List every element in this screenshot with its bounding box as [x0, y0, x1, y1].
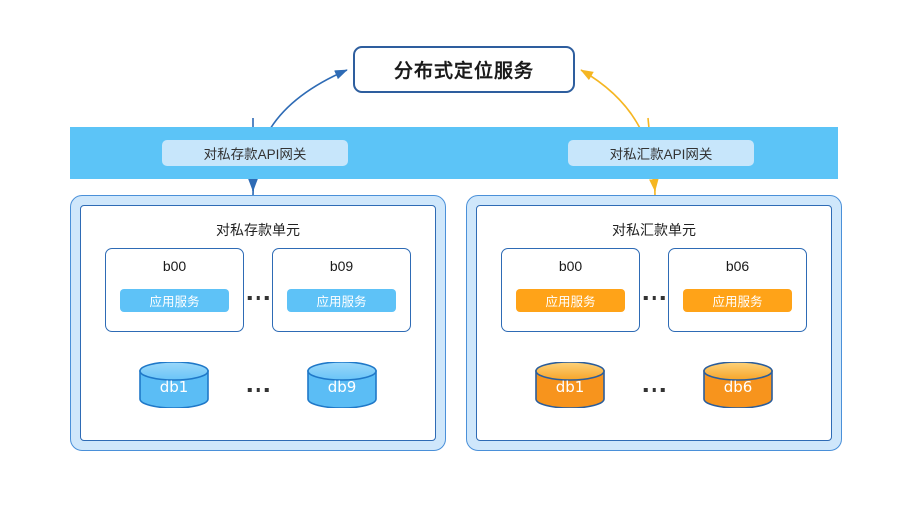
cell-deposit-b09-title: b09 — [329, 258, 354, 274]
cell-remit-b06-title: b06 — [725, 258, 750, 274]
service-remit-b00[interactable]: 应用服务 — [516, 289, 625, 312]
service-remit-b06[interactable]: 应用服务 — [683, 289, 792, 312]
gateway-deposit[interactable]: 对私存款API网关 — [162, 140, 348, 166]
database-deposit-db9-label: db9 — [327, 378, 357, 396]
unit-remit-inner: 对私汇款单元 b00 应用服务 b06 应用服务 db1 — [476, 205, 832, 441]
gateway-deposit-label: 对私存款API网关 — [203, 147, 307, 162]
service-deposit-b00[interactable]: 应用服务 — [120, 289, 229, 312]
ellipsis-deposit-databases — [247, 388, 269, 392]
cell-remit-b00-title: b00 — [558, 258, 583, 274]
cell-remit-b00[interactable]: b00 应用服务 — [501, 248, 640, 332]
ellipsis-remit-databases — [643, 388, 665, 392]
distributed-locating-service-label: 分布式定位服务 — [393, 61, 534, 82]
unit-deposit-inner: 对私存款单元 b00 应用服务 b09 应用服务 db1 — [80, 205, 436, 441]
unit-deposit-title: 对私存款单元 — [216, 222, 300, 238]
gateway-remit-label: 对私汇款API网关 — [609, 147, 713, 162]
database-deposit-db1-label: db1 — [159, 378, 189, 396]
database-deposit-db1[interactable]: db1 — [138, 362, 210, 408]
cell-deposit-b00[interactable]: b00 应用服务 — [105, 248, 244, 332]
unit-remit-title: 对私汇款单元 — [612, 222, 696, 238]
service-deposit-b09-label: 应用服务 — [316, 295, 367, 309]
service-deposit-b09[interactable]: 应用服务 — [287, 289, 396, 312]
service-deposit-b00-label: 应用服务 — [149, 295, 200, 309]
database-remit-db1-label: db1 — [555, 378, 585, 396]
database-remit-db6[interactable]: db6 — [702, 362, 774, 408]
unit-deposit[interactable]: 对私存款单元 b00 应用服务 b09 应用服务 db1 — [70, 195, 446, 451]
gateway-remit[interactable]: 对私汇款API网关 — [568, 140, 754, 166]
database-deposit-db9[interactable]: db9 — [306, 362, 378, 408]
database-remit-db1[interactable]: db1 — [534, 362, 606, 408]
cell-deposit-b00-title: b00 — [162, 258, 187, 274]
service-remit-b06-label: 应用服务 — [712, 295, 763, 309]
database-remit-db6-label: db6 — [723, 378, 753, 396]
cell-deposit-b09[interactable]: b09 应用服务 — [272, 248, 411, 332]
ellipsis-deposit-cells — [247, 296, 269, 300]
ellipsis-remit-cells — [643, 296, 665, 300]
service-remit-b00-label: 应用服务 — [545, 295, 596, 309]
unit-remit[interactable]: 对私汇款单元 b00 应用服务 b06 应用服务 db1 — [466, 195, 842, 451]
distributed-locating-service-box[interactable]: 分布式定位服务 — [353, 46, 575, 93]
cell-remit-b06[interactable]: b06 应用服务 — [668, 248, 807, 332]
